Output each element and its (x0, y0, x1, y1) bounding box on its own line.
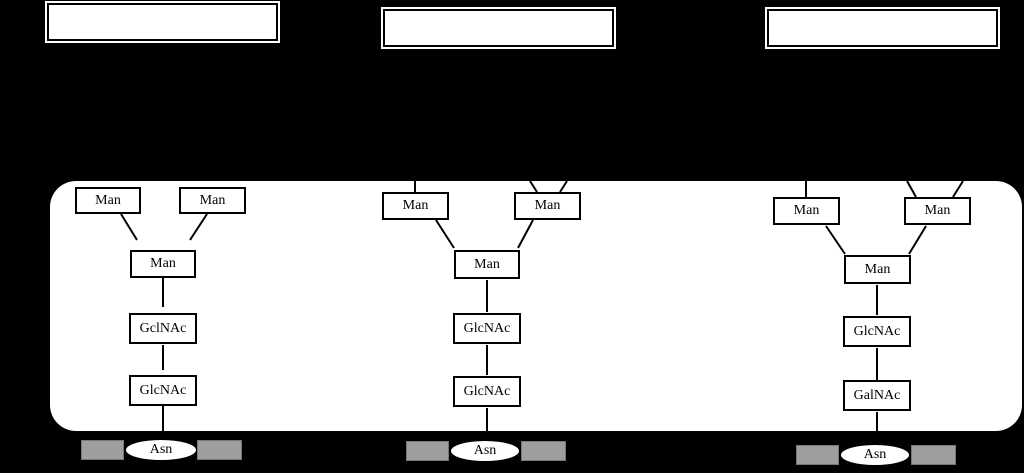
linkage (825, 225, 846, 255)
linkage (908, 225, 927, 255)
upper-sugar-node: GclNAc (129, 313, 197, 344)
flank-residue (796, 445, 839, 465)
man-core-node: Man (454, 250, 520, 279)
linkage (517, 219, 534, 249)
upper-sugar-node: GlcNAc (843, 316, 911, 347)
lower-sugar-node: GalNAc (843, 380, 911, 411)
linkage (559, 180, 568, 193)
title-box-right (765, 7, 1000, 49)
man-branch-node: Man (773, 197, 840, 225)
man-branch-node: Man (514, 192, 581, 220)
man-branch-node: Man (75, 187, 141, 214)
upper-sugar-node: GlcNAc (453, 313, 521, 344)
linkage (529, 180, 538, 193)
flank-residue (406, 441, 449, 461)
man-core-node: Man (130, 250, 196, 278)
flank-residue (197, 440, 242, 460)
flank-residue (81, 440, 124, 460)
flank-residue (911, 445, 956, 465)
asn-node: Asn (125, 439, 197, 461)
linkage (906, 180, 917, 198)
linkage (952, 180, 964, 198)
asn-node: Asn (450, 440, 520, 462)
flank-residue (521, 441, 566, 461)
man-branch-node: Man (382, 192, 449, 220)
lower-sugar-node: GlcNAc (129, 375, 197, 406)
man-core-node: Man (844, 255, 911, 284)
linkage (189, 213, 208, 241)
man-branch-node: Man (904, 197, 971, 225)
title-box-left (45, 1, 280, 43)
lower-sugar-node: GlcNAc (453, 376, 521, 407)
linkage (435, 219, 455, 249)
linkage (120, 213, 138, 241)
man-branch-node: Man (179, 187, 246, 214)
title-box-middle (381, 7, 616, 49)
asn-node: Asn (840, 444, 910, 466)
